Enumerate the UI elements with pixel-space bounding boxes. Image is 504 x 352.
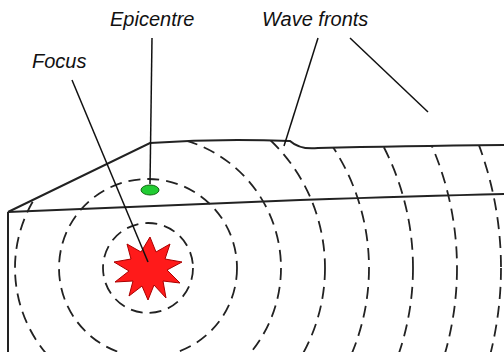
wave-front bbox=[59, 179, 237, 352]
focus-leader bbox=[72, 80, 148, 262]
epicentre-leader bbox=[150, 38, 152, 184]
wave-front bbox=[15, 135, 281, 352]
wave-front-leader bbox=[350, 38, 428, 112]
focus-star bbox=[114, 237, 182, 300]
wave-front bbox=[0, 0, 457, 352]
ground-surface-outline bbox=[8, 140, 504, 212]
block-front-edge bbox=[7, 212, 9, 352]
diagram-label: Wave fronts bbox=[262, 8, 368, 30]
wave-front-leader bbox=[284, 38, 318, 146]
wave-front bbox=[0, 91, 325, 352]
wave-front bbox=[103, 223, 193, 313]
diagram-label: Focus bbox=[32, 50, 86, 72]
epicentre-dot bbox=[141, 185, 159, 195]
block-top-edge bbox=[8, 194, 504, 212]
wave-front bbox=[0, 3, 413, 352]
diagram-label: Epicentre bbox=[110, 8, 195, 30]
